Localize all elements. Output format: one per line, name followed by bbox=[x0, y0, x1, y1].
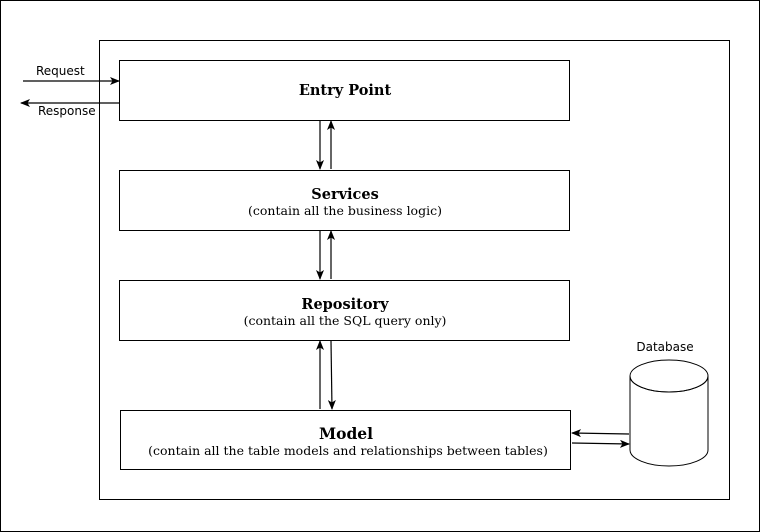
request-label: Request bbox=[36, 64, 85, 78]
repository-to-model-arrow bbox=[327, 340, 336, 410]
database-cylinder bbox=[629, 359, 709, 467]
application-container bbox=[99, 40, 730, 500]
model-title: Model bbox=[319, 424, 373, 443]
model-to-database-arrow bbox=[571, 439, 630, 448]
repository-subtitle: (contain all the SQL query only) bbox=[244, 313, 447, 328]
entry-point-box bbox=[119, 60, 570, 121]
entry-point-title: Entry Point bbox=[299, 82, 392, 99]
model-box bbox=[120, 410, 571, 470]
services-title: Services bbox=[311, 186, 379, 203]
response-label: Response bbox=[38, 104, 96, 118]
database-to-model-arrow bbox=[571, 429, 630, 438]
services-subtitle: (contain all the business logic) bbox=[248, 203, 442, 218]
database-label: Database bbox=[636, 340, 693, 354]
model-subtitle: (contain all the table models and relati… bbox=[148, 443, 548, 458]
repository-title: Repository bbox=[301, 296, 389, 313]
repository-box bbox=[119, 280, 570, 341]
services-box bbox=[119, 170, 570, 231]
